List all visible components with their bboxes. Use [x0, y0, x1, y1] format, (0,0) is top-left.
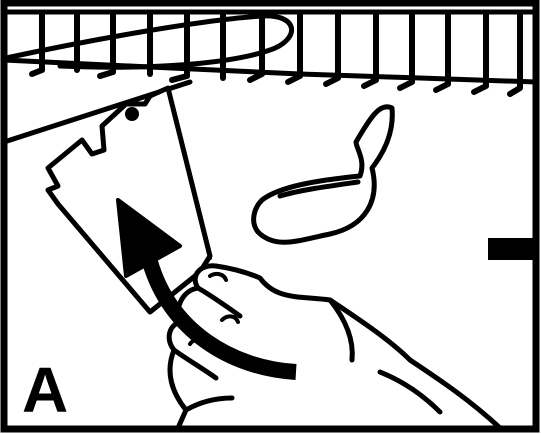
- panel-label: A: [22, 354, 68, 426]
- continuation-marker: [488, 238, 536, 260]
